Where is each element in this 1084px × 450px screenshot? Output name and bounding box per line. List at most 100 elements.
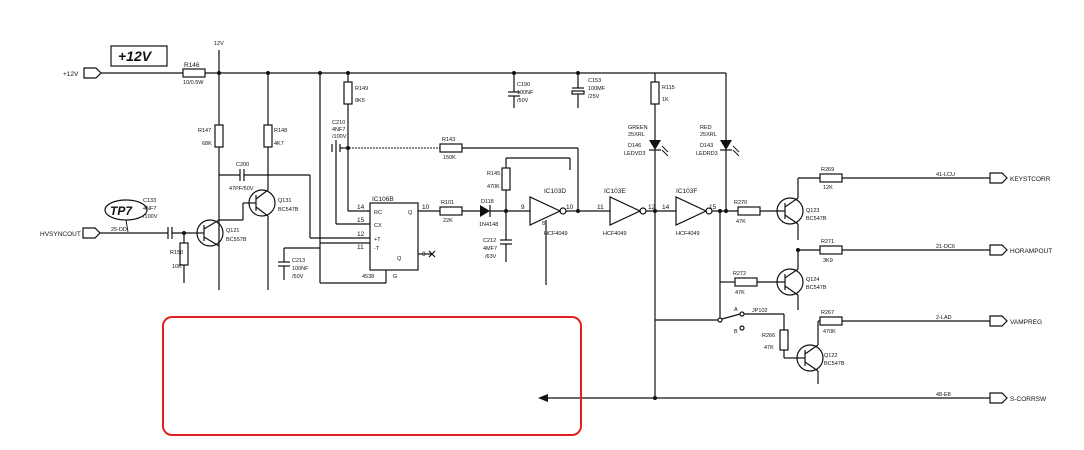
c200-val: 47PF/50V — [229, 186, 254, 192]
vampreg-label: VAMPREG — [1010, 319, 1042, 326]
d143-val: LEDRD3 — [696, 151, 718, 157]
r271-val: 3K9 — [823, 258, 833, 264]
ic103f — [675, 196, 738, 226]
c190-val1: 100NF — [517, 90, 534, 96]
r147-val: 68K — [202, 141, 212, 147]
ic106-pin15: 15 — [357, 217, 365, 224]
r147 — [214, 124, 224, 148]
d146-rating: 25XRL — [628, 132, 645, 138]
r272-val: 47K — [735, 290, 745, 296]
q121-val: BC557B — [226, 237, 247, 243]
r115 — [650, 81, 660, 105]
keystcorr-label: KEYSTCORR — [1010, 176, 1051, 183]
ic106-tp: +T — [374, 237, 381, 243]
c133-val1: 4NF7 — [143, 206, 156, 212]
ic103d-out: 10 — [566, 204, 574, 211]
r267 — [819, 316, 843, 326]
d143-ref: D143 — [700, 143, 713, 149]
r270 — [737, 206, 761, 216]
r272 — [718, 209, 780, 287]
q121 — [190, 203, 244, 247]
ic103d-in: 9 — [521, 204, 525, 211]
c213 — [278, 247, 320, 280]
c200-ref: C200 — [236, 162, 249, 168]
c212 — [500, 211, 512, 262]
q131 — [243, 180, 276, 290]
r270-val: 47K — [736, 219, 746, 225]
r150-ref: R150 — [170, 250, 183, 256]
supply-rail — [83, 50, 656, 290]
c153-val1: 100MF — [588, 86, 606, 92]
r266-ref: R266 — [762, 333, 775, 339]
ic106-pin14: 14 — [357, 204, 365, 211]
r101-val: 22K — [443, 218, 453, 224]
c133-ref: C133 — [143, 198, 156, 204]
ic103e-ref: IC103E — [604, 188, 626, 195]
testpoint-label: TP7 — [110, 204, 133, 218]
r270-ref: R270 — [734, 200, 747, 206]
c213-ref: C213 — [292, 258, 305, 264]
r143 — [340, 143, 578, 153]
c153 — [571, 87, 585, 108]
r101-ref: R101 — [441, 200, 454, 206]
d143-color: RED — [700, 125, 712, 131]
c210-ref: C210 — [332, 120, 345, 126]
c212-val2: /63V — [485, 254, 497, 260]
jp102-b: B — [734, 329, 738, 335]
trigger-wiring — [268, 174, 387, 284]
ic106-g: G — [393, 274, 397, 280]
q122-val: BC547B — [824, 361, 845, 367]
c153-ref: C153 — [588, 78, 601, 84]
ic106b — [369, 202, 419, 271]
r143-ref: R143 — [442, 137, 455, 143]
c200 — [219, 169, 268, 181]
c210-val1: 4NF7 — [332, 127, 345, 133]
ic103d-part: HCF4049 — [544, 231, 568, 237]
q123-val: BC547B — [806, 216, 827, 222]
ic103f-in: 14 — [662, 204, 670, 211]
keystcorr-connector — [989, 172, 1008, 184]
ic106-pin10: 10 — [422, 204, 430, 211]
ic106-tm: -T — [374, 246, 380, 252]
q124-ref: Q124 — [806, 277, 819, 283]
r101 — [439, 206, 463, 216]
r272-ref: R272 — [733, 271, 746, 277]
ic103d-sub: 8 — [542, 221, 545, 227]
d146-color: GREEN — [628, 125, 648, 131]
ic106-ref: IC106B — [372, 196, 394, 203]
q122-ref: Q122 — [824, 353, 837, 359]
ic106-pin11: 11 — [357, 244, 364, 251]
r269-val: 12K — [823, 185, 833, 191]
hvsync-input — [82, 227, 190, 243]
d143 — [655, 72, 740, 211]
ic103e — [609, 196, 676, 226]
c210-val2: /100V — [332, 134, 347, 140]
r145 — [501, 157, 570, 211]
r148-val: 4K7 — [274, 141, 284, 147]
r150-val: 10K — [172, 264, 182, 270]
d146 — [649, 140, 669, 400]
ic103f-out: 15 — [709, 204, 717, 211]
ic103f-ref: IC103F — [676, 188, 697, 195]
supply-input-label: +12V — [63, 71, 79, 78]
vampreg-connector — [989, 315, 1008, 327]
q131-ref: Q131 — [278, 198, 291, 204]
c190 — [508, 91, 520, 108]
r145-val: 470K — [487, 184, 500, 190]
jp102 — [655, 282, 785, 331]
c212-ref: C212 — [483, 238, 496, 244]
d118-ref: D118 — [481, 199, 494, 205]
r148 — [263, 124, 273, 148]
jp102-a: A — [734, 307, 738, 313]
ic103e-part: HCF4049 — [603, 231, 627, 237]
ic106-qb: Q — [397, 256, 402, 262]
q124 — [776, 248, 804, 310]
q122 — [796, 320, 824, 384]
d146-val: LEDVD3 — [624, 151, 645, 157]
r269-ref: R269 — [821, 167, 834, 173]
ic106-part: 4538 — [362, 274, 374, 280]
r143-val: 150K — [443, 155, 456, 161]
c190-val2: /50V — [517, 98, 529, 104]
supply-box-label: +12V — [118, 48, 153, 64]
ic103d-ref: IC103D — [544, 188, 566, 195]
